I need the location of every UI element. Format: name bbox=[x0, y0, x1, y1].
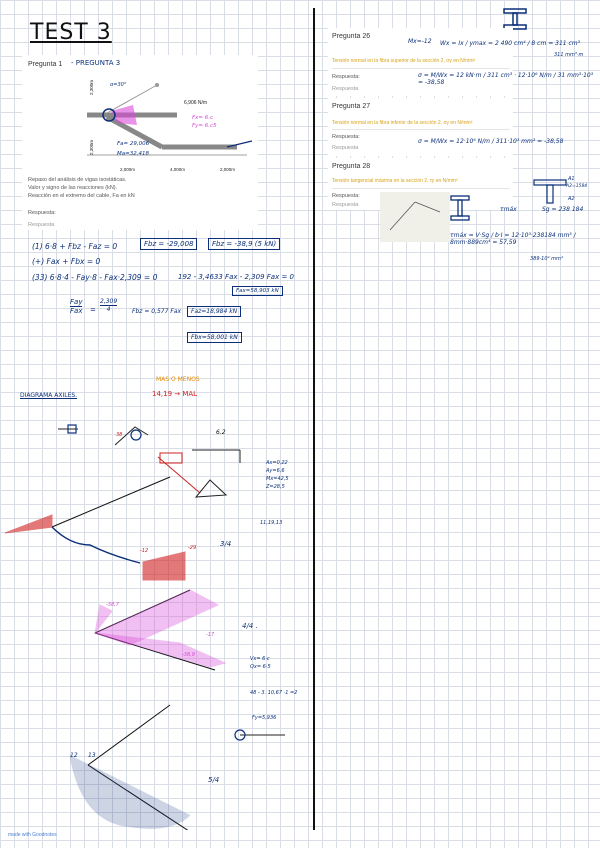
q28-hand-3: τmáx = V·Sg / b·I = 12·10³·238184 mm³ / … bbox=[450, 232, 576, 246]
frac-4-4: 4/4 . bbox=[242, 622, 258, 630]
problem-line-3: Reacción en el extremo del cable, Fa en … bbox=[28, 193, 135, 199]
box-fbz: Fbz = -29,008 bbox=[140, 238, 198, 250]
fig-note-2: Ma=32,418 bbox=[117, 151, 149, 157]
question-card-27: Pregunta 27 Tensión normal en la fibra i… bbox=[328, 98, 513, 156]
problem-line-1: Repaso del análisis de vigas isostáticas… bbox=[28, 177, 127, 183]
q26-hand-4: σ = M/Wx = 12 kN·m / 311 cm³ · 12·10⁶ N/… bbox=[418, 72, 594, 86]
q27-text: Tensión normal en la fibra inferior de l… bbox=[332, 120, 473, 126]
diag-eq-g: 48 - 3. 10,67 ·1 =2 bbox=[250, 690, 298, 696]
page-divider bbox=[313, 8, 315, 830]
q27-resp-label: Respuesta: bbox=[332, 134, 360, 140]
eq-1: (1) 6·8 + Fbz - Faz = 0 bbox=[32, 242, 118, 251]
diag-label-2: 6.2 bbox=[216, 429, 226, 436]
angle-label: α=30° bbox=[110, 82, 127, 88]
length-3: 2,000m bbox=[220, 167, 236, 172]
q27-hand-1: σ = M/Wx = 12·10⁶ N/m / 311·10³ mm³ = -3… bbox=[418, 138, 564, 145]
diag-eq-d: Z=28,5 bbox=[266, 484, 285, 490]
q28-text: Tensión tangencial máxima en la sección … bbox=[332, 178, 458, 184]
q26-hand-2: Wx = Ix / ymax = 2 490 cm⁴ / 8 cm = 311 … bbox=[440, 40, 581, 47]
diag-label-7: -17 bbox=[206, 632, 215, 638]
q26-text: Tensión normal en la fibra superior de l… bbox=[332, 58, 476, 64]
q28-ibeam bbox=[450, 195, 470, 221]
diag-eq-h: Fy=5,936 bbox=[252, 715, 277, 721]
box-fbx: Fbx=58,001 kN bbox=[187, 332, 242, 343]
mas-value-note: 14,19 → MAL bbox=[152, 390, 198, 398]
diag-val-13: 13 bbox=[88, 752, 96, 759]
question-hand-note: - PREGUNTA 3 bbox=[71, 59, 121, 67]
q28-resp-label: Respuesta: bbox=[332, 193, 360, 199]
mas-menos-note: MAS O MENOS bbox=[156, 376, 200, 383]
q26-resp-label: Respuesta: bbox=[332, 74, 360, 80]
axial-diagrams bbox=[4, 424, 285, 830]
q27-title: Pregunta 27 bbox=[332, 103, 371, 110]
beam-figure bbox=[87, 83, 253, 156]
frac-right: 2,309 4 bbox=[100, 298, 118, 313]
diag-val-b: 11,19,13 bbox=[260, 520, 283, 526]
diag-label-8: -38,9 bbox=[182, 652, 195, 658]
q28-hand-a3: A2=1584 bbox=[566, 184, 588, 189]
box-fax: Fax=58,903 kN bbox=[232, 286, 283, 296]
box-fbz-2: Fbz = -38,9 (5 kN) bbox=[208, 238, 281, 250]
q26-hand-1: Mx=-12 bbox=[408, 38, 432, 45]
eq-mid: 192 - 3,4633 Fax - 2,309 Fax = 0 bbox=[178, 273, 294, 281]
question-card-1: Pregunta 1 - PREGUNTA 3 α=30° 6,906 N/m … bbox=[22, 55, 258, 230]
height-1: 2,300m bbox=[89, 139, 95, 156]
diag-eq-f: Qx= 6·5 bbox=[250, 664, 271, 670]
length-1: 2,000m bbox=[120, 167, 136, 172]
eq-2: (+) Fax + Fbx = 0 bbox=[32, 257, 101, 266]
q28-hand-2: Sg = 238 184 bbox=[542, 206, 584, 213]
load-label: 6,906 N/m bbox=[184, 100, 208, 106]
box-faz: Faz=18,984 kN bbox=[187, 306, 242, 317]
diagram-title: DIAGRAMA AXILES. bbox=[20, 392, 78, 399]
question-card-26: Pregunta 26 Tensión normal en la fibra s… bbox=[328, 28, 513, 96]
diag-eq-b: Ay=6,6 bbox=[266, 468, 285, 474]
q28-hand-4: 389·10⁴ mm⁴ bbox=[530, 256, 563, 262]
frac-eq: = bbox=[90, 306, 96, 314]
diag-label-1: 38 bbox=[116, 432, 123, 438]
height-2: 2,300m bbox=[89, 79, 95, 96]
question-card-28: Pregunta 28 Tensión tangencial máxima en… bbox=[328, 158, 513, 210]
q28-sketch bbox=[380, 192, 450, 242]
q26-title: Pregunta 26 bbox=[332, 33, 371, 40]
fig-note-4: Fy= 6.c5 bbox=[192, 123, 217, 129]
eq-3: (33) 6·8·4 - Fay·8 - Fax·2,309 = 0 bbox=[32, 273, 158, 282]
diag-val-12: 12 bbox=[70, 752, 78, 759]
page-title: TEST 3 bbox=[30, 20, 112, 45]
q26-resp-input[interactable]: Respuesta bbox=[332, 86, 359, 92]
diag-label-3: -12 bbox=[140, 548, 149, 554]
fig-note-1: Fa= 29,006 bbox=[117, 141, 150, 147]
q28-title: Pregunta 28 bbox=[332, 163, 371, 170]
frac-3-4-b: 5/4 bbox=[208, 776, 220, 784]
frac-left: Fay Fax bbox=[70, 298, 83, 315]
frac-result: Fbz = 0,577 Fax bbox=[132, 308, 182, 315]
diag-label-4: -29 bbox=[188, 545, 197, 551]
respuesta-label: Respuesta: bbox=[28, 210, 56, 216]
problem-line-2: Valor y signo de las reacciones (kN). bbox=[28, 185, 118, 191]
q28-hand-1: τmáx bbox=[500, 206, 517, 213]
ibeam-icon bbox=[503, 8, 527, 30]
question-label: Pregunta 1 bbox=[28, 61, 63, 68]
length-2: 4,000m bbox=[170, 167, 186, 172]
q28-hand-a2: A2 bbox=[568, 196, 575, 202]
footer-watermark: made with Goodnotes bbox=[8, 832, 57, 838]
q28-hand-a1: A1 bbox=[568, 176, 575, 182]
diag-label-5: -38,7 bbox=[106, 602, 119, 608]
fig-note-3: Fx= 6.c bbox=[192, 115, 214, 121]
respuesta-input[interactable]: Respuesta bbox=[28, 222, 55, 228]
q26-hand-3: 311 mm³·m bbox=[554, 52, 584, 58]
diag-eq-a: Ax=0,22 bbox=[266, 460, 288, 466]
diag-eq-e: Vx= 6·c bbox=[250, 656, 270, 662]
q27-resp-input[interactable]: Respuesta bbox=[332, 145, 359, 151]
frac-3-4-a: 3/4 bbox=[220, 540, 232, 548]
q28-resp-input[interactable]: Respuesta bbox=[332, 202, 359, 208]
diag-eq-c: Mx=42,5 bbox=[266, 476, 289, 482]
q28-tsection bbox=[533, 179, 567, 204]
